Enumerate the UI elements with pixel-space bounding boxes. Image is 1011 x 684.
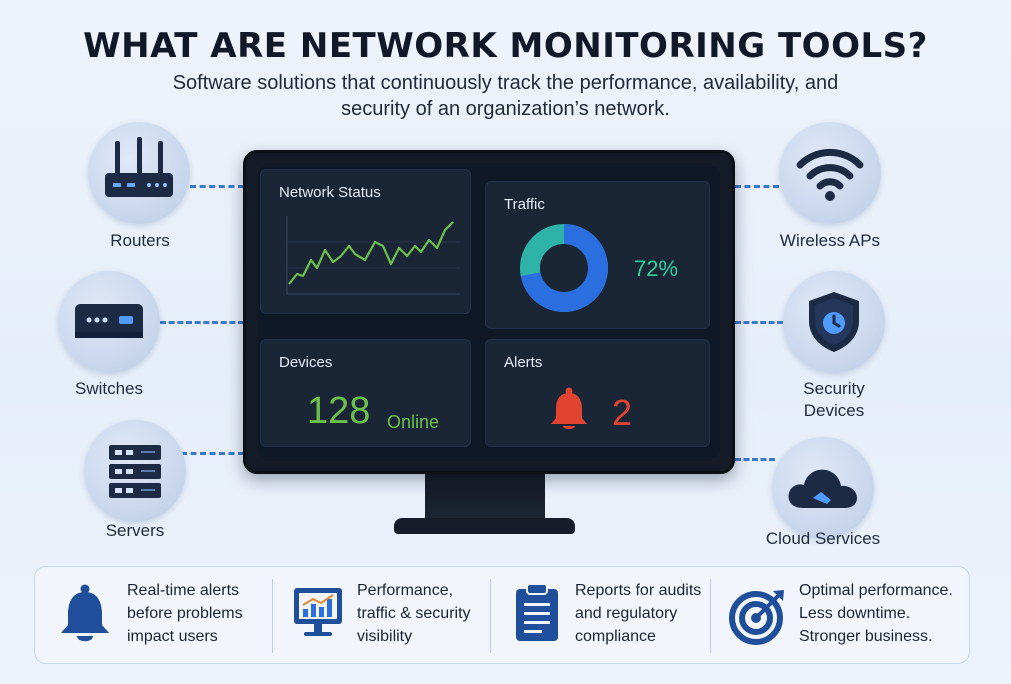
feature-line: impact users [127,628,218,645]
devices-count: 128 [307,390,371,432]
feature-realtime-alerts-text: Real-time alerts before problems impact … [127,579,243,648]
page-title: WHAT ARE NETWORK MONITORING TOOLS? [83,26,928,66]
cloud-label: Cloud Services [765,529,881,548]
cloud-node [772,437,874,539]
connector-routers [190,185,244,188]
target-icon [729,590,784,645]
router-icon [105,137,173,197]
feature-outcomes: Optimal performance. Less downtime. Stro… [711,567,969,665]
feature-line: Less downtime. [799,605,911,622]
feature-line: Optimal performance. [799,582,953,599]
wifi-icon [796,148,864,201]
feature-strip: Real-time alerts before problems impact … [34,566,970,664]
feature-visibility-text: Performance, traffic & security visibili… [357,579,471,648]
feature-divider [490,579,491,653]
feature-line: and regulatory [575,605,678,622]
shield-icon [809,292,859,352]
security-label-line2: Devices [803,401,865,420]
clipboard-icon [516,583,558,641]
network-status-line-chart [286,216,460,295]
wireless-label: Wireless APs [779,231,881,250]
monitor-base [394,518,575,534]
feature-divider [710,579,711,653]
alerts-count: 2 [612,392,633,433]
feature-reports-text: Reports for audits and regulatory compli… [575,579,701,648]
devices-panel[interactable]: Devices 128 Online [260,339,471,447]
page-subtitle: Software solutions that continuously tra… [172,72,839,120]
monitor-stand [425,474,545,522]
switch-node [58,271,160,373]
routers-label: Routers [110,231,170,250]
monitor-chart-icon [294,588,342,636]
switches-label: Switches [74,379,144,398]
feature-line: Reports for audits [575,582,702,599]
traffic-title: Traffic [504,196,545,213]
bell-icon [61,584,109,642]
cloud-icon [788,469,857,508]
feature-reports: Reports for audits and regulatory compli… [491,567,709,665]
dashboard-screen: Network Status Traffic 72% Devices 128 O [258,167,720,457]
connector-security [735,321,783,324]
security-node [783,271,885,373]
router-node [88,122,190,224]
feature-line: Stronger business. [799,628,933,645]
wireless-node [779,122,881,224]
traffic-donut-segment [520,224,608,312]
alert-bell-icon [551,387,587,429]
feature-outcomes-text: Optimal performance. Less downtime. Stro… [799,579,953,648]
devices-status: Online [387,412,440,432]
connector-cloud [735,458,775,461]
feature-line: before problems [127,605,243,622]
feature-line: compliance [575,628,656,645]
server-icon [109,445,161,498]
devices-title: Devices [279,354,333,371]
network-status-trend-line [288,221,454,285]
server-node [84,420,186,522]
feature-line: Real-time alerts [127,582,240,599]
alerts-title: Alerts [504,354,543,371]
dashboard-monitor: Network Status Traffic 72% Devices 128 O [243,150,735,474]
servers-label: Servers [105,521,165,540]
switch-icon [75,304,143,338]
connector-servers [162,452,244,455]
security-label-line1: Security [803,379,865,398]
feature-line: traffic & security [357,605,471,622]
feature-visibility: Performance, traffic & security visibili… [273,567,489,665]
connector-wireless [735,185,779,188]
traffic-percentage: 72% [634,256,679,281]
feature-divider [272,579,273,653]
feature-line: Performance, [357,582,454,599]
feature-realtime-alerts: Real-time alerts before problems impact … [35,567,271,665]
feature-line: visibility [357,628,413,645]
traffic-donut-chart [520,224,608,312]
connector-switches [160,321,244,324]
network-status-panel[interactable]: Network Status [260,169,471,314]
network-status-title: Network Status [279,184,381,201]
alerts-panel[interactable]: Alerts 2 [485,339,710,447]
traffic-panel[interactable]: Traffic 72% [485,181,710,329]
